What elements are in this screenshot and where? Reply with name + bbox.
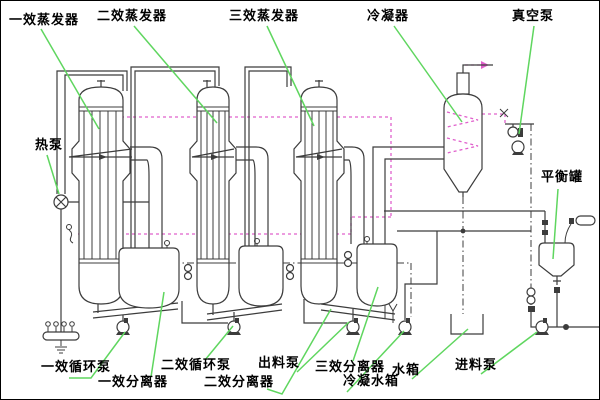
evaporator-2 bbox=[189, 80, 237, 305]
label-evaporator-2: 二效蒸发器 bbox=[97, 9, 168, 24]
evaporator-1 bbox=[68, 80, 133, 305]
label-vacuum-pump: 真空泵 bbox=[512, 9, 555, 24]
feed-pump-symbol bbox=[535, 318, 549, 335]
pumps bbox=[116, 318, 549, 335]
water-tank-symbol bbox=[450, 314, 484, 335]
separator-1 bbox=[118, 240, 180, 309]
balance-tank-vessel bbox=[538, 242, 575, 277]
label-condensate-tank: 冷凝水箱 bbox=[343, 374, 400, 389]
right-side-piping bbox=[384, 210, 548, 335]
label-heat-pump: 热泵 bbox=[35, 138, 64, 153]
label-water-tank: 水箱 bbox=[392, 363, 421, 378]
condenser-assembly bbox=[443, 64, 534, 197]
condensate-pump-symbol bbox=[398, 318, 412, 335]
vent-capsule bbox=[575, 215, 596, 226]
label-leaders bbox=[40, 25, 559, 395]
label-feed-pump: 进料泵 bbox=[455, 358, 498, 373]
separator-2 bbox=[238, 238, 284, 307]
evaporator-3 bbox=[293, 80, 345, 305]
vent-icon bbox=[97, 80, 105, 87]
label-separator-1: 一效分离器 bbox=[98, 375, 169, 390]
circulation-piping bbox=[92, 231, 438, 324]
vent-icon bbox=[315, 80, 323, 87]
condenser-vessel bbox=[443, 93, 483, 193]
label-evaporator-1: 一效蒸发器 bbox=[9, 13, 80, 28]
steam-manifold bbox=[42, 321, 80, 354]
vapor-pipes bbox=[130, 66, 444, 248]
discharge-pump-symbol bbox=[346, 318, 360, 335]
drain-funnel-icon bbox=[384, 303, 398, 323]
label-discharge-pump: 出料泵 bbox=[258, 356, 301, 371]
balance-tank-assembly bbox=[526, 215, 599, 330]
label-separator-3: 三效分离器 bbox=[315, 360, 386, 375]
vent-icon bbox=[203, 80, 211, 87]
label-balance-tank: 平衡罐 bbox=[541, 170, 584, 185]
circulation-pump-2-symbol bbox=[227, 318, 241, 335]
circulation-pump-1-symbol bbox=[116, 318, 130, 335]
vacuum-pump-symbol bbox=[507, 126, 519, 138]
sight-glass-valves bbox=[183, 250, 353, 281]
label-separator-2: 二效分离器 bbox=[204, 375, 275, 390]
label-circulation-pump-1: 一效循环泵 bbox=[41, 360, 112, 375]
label-condenser: 冷凝器 bbox=[367, 9, 410, 24]
separator-3 bbox=[356, 236, 398, 307]
label-circulation-pump-2: 二效循环泵 bbox=[161, 358, 232, 373]
label-evaporator-3: 三效蒸发器 bbox=[229, 9, 300, 24]
drain-icon bbox=[55, 340, 67, 354]
